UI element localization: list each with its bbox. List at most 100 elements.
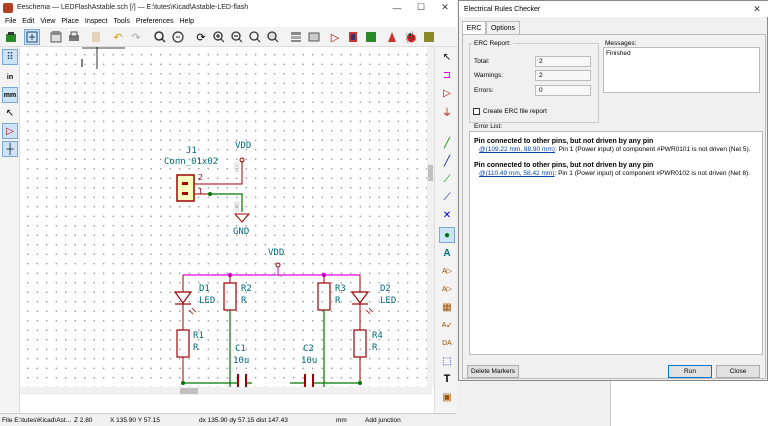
menu-edit[interactable]: Edit <box>22 17 35 25</box>
error-location-link[interactable]: @(109.22 mm, 88.90 mm) <box>479 146 555 153</box>
hier-sheet-icon[interactable]: ▦ <box>442 301 452 313</box>
error-list[interactable]: Pin connected to other pins, but not dri… <box>469 131 763 355</box>
zoom-selection-icon[interactable] <box>265 29 281 45</box>
add-wire-icon[interactable]: ╱ <box>443 137 451 149</box>
delete-markers-button[interactable]: Delete Markers <box>467 365 519 378</box>
import-pin-icon[interactable]: A↙ <box>441 322 453 329</box>
error-item[interactable]: Pin connected to other pins, but not dri… <box>474 162 758 178</box>
gnd-hidden-text: GND <box>233 201 241 212</box>
r4-reference: R4 <box>372 331 383 341</box>
vertical-scroll-thumb[interactable] <box>428 165 433 181</box>
create-report-checkbox[interactable] <box>473 108 480 115</box>
add-label-icon[interactable]: A <box>443 247 451 259</box>
create-report-label: Create ERC file report <box>483 108 547 115</box>
wire-to-bus-icon[interactable]: ⟋ <box>443 173 451 185</box>
error-item[interactable]: Pin connected to other pins, but not dri… <box>474 138 758 154</box>
run-button[interactable]: Run <box>668 365 712 378</box>
page-settings-icon[interactable] <box>48 29 64 45</box>
add-power-icon[interactable]: ⏚ <box>442 107 452 119</box>
vertical-scrollbar[interactable] <box>427 47 434 387</box>
cursor-icon[interactable]: ↖ <box>5 107 15 119</box>
background-window <box>610 381 768 426</box>
r2-value: R <box>241 296 247 306</box>
status-mode: Add junction <box>365 416 401 424</box>
sheet-pin-icon[interactable]: DA <box>442 339 452 347</box>
gnd-symbol <box>233 213 251 223</box>
paste-icon[interactable] <box>88 29 104 45</box>
zoom-fit-icon[interactable] <box>247 29 263 45</box>
no-connect-icon[interactable]: ✕ <box>442 209 452 221</box>
symbol-editor-icon[interactable] <box>345 29 361 45</box>
close-button[interactable]: Close <box>716 365 760 378</box>
maximize-button[interactable]: ☐ <box>416 2 426 12</box>
undo-icon[interactable]: ↶ <box>113 31 123 44</box>
menu-preferences[interactable]: Preferences <box>135 17 174 25</box>
erc-icon[interactable] <box>385 29 401 45</box>
total-label: Total: <box>474 58 490 65</box>
millimeters-icon[interactable]: mm <box>2 87 18 103</box>
bug-icon[interactable]: 🐞 <box>404 31 418 44</box>
add-symbol-icon[interactable]: ▷ <box>443 87 451 99</box>
horizontal-scroll-thumb[interactable] <box>180 388 198 394</box>
c1-symbol <box>237 374 247 387</box>
error-list-label: Error List: <box>474 123 503 130</box>
schematic-canvas[interactable]: J1 Conn_01x02 2 1 VDD GND VDD D1 LED R2 … <box>20 47 432 387</box>
schematic-setup-icon[interactable] <box>24 29 40 45</box>
r2-reference: R2 <box>241 284 252 294</box>
j1-value: Conn_01x02 <box>164 157 219 167</box>
zoom-out-icon[interactable] <box>229 29 245 45</box>
menu-tools[interactable]: Tools <box>113 17 130 25</box>
zoom-in-icon[interactable] <box>211 29 227 45</box>
error-heading: Pin connected to other pins, but not dri… <box>474 138 654 145</box>
tab-erc[interactable]: ERC <box>462 21 486 34</box>
assign-footprints-icon[interactable] <box>421 29 437 45</box>
new-sheet-icon[interactable] <box>3 29 19 45</box>
navigator-icon[interactable] <box>288 29 304 45</box>
hidden-pins-icon[interactable]: ▷ <box>2 123 18 139</box>
add-image-icon[interactable]: ▣ <box>442 391 452 403</box>
redo-icon[interactable]: ↷ <box>131 31 141 44</box>
add-junction-icon[interactable]: ● <box>439 227 455 243</box>
wire-angle-icon[interactable]: ┼ <box>2 141 18 157</box>
refresh-icon[interactable]: ⟳ <box>196 31 206 44</box>
r3-reference: R3 <box>335 284 346 294</box>
error-location-link[interactable]: @(110.49 mm, 58.42 mm) <box>479 170 555 177</box>
grid-icon[interactable]: ⠿ <box>2 49 18 65</box>
bus-to-bus-icon[interactable]: ⟋ <box>443 191 451 203</box>
tab-options[interactable]: Options <box>486 21 520 34</box>
select-icon[interactable]: ↖ <box>442 51 452 63</box>
r4-value: R <box>372 343 378 353</box>
leave-sheet-icon[interactable] <box>306 29 322 45</box>
add-line-icon[interactable]: ⬚ <box>442 355 452 367</box>
right-toolbar: ↖ ⊐ ▷ ⏚ ╱ ╱ ⟋ ⟋ ✕ ● A A▷ A▷ ▦ A↙ DA ⬚ T … <box>434 47 457 413</box>
menu-place[interactable]: Place <box>61 17 79 25</box>
erc-report-label: ERC Report: <box>472 40 513 47</box>
highlight-net-icon[interactable]: ⊐ <box>442 69 452 81</box>
add-bus-icon[interactable]: ╱ <box>443 155 451 167</box>
find-replace-icon[interactable] <box>170 29 186 45</box>
global-label-icon[interactable]: A▷ <box>441 268 453 275</box>
find-icon[interactable] <box>152 29 168 45</box>
inches-icon[interactable]: in <box>6 73 14 81</box>
hier-label-icon[interactable]: A▷ <box>441 286 453 293</box>
print-icon[interactable] <box>66 29 82 45</box>
footprint-editor-icon[interactable] <box>363 29 379 45</box>
warnings-label: Warnings: <box>474 72 504 79</box>
menu-view[interactable]: View <box>40 17 56 25</box>
erc-panel: ERC Report: Total: 2 Warnings: 2 Errors:… <box>462 34 766 379</box>
horizontal-scrollbar[interactable] <box>20 387 432 395</box>
annotate-icon[interactable]: ▷ <box>330 31 340 44</box>
menu-inspect[interactable]: Inspect <box>84 17 108 25</box>
junction-j1 <box>208 192 212 196</box>
status-units: mm <box>336 416 347 424</box>
menu-file[interactable]: File <box>5 17 17 25</box>
erc-close-icon[interactable]: ✕ <box>753 3 761 14</box>
erc-title: Electrical Rules Checker <box>464 5 541 13</box>
add-text-icon[interactable]: T <box>443 373 451 385</box>
errors-field: 0 <box>535 85 591 96</box>
close-button[interactable]: ✕ <box>441 2 449 12</box>
erc-report-group <box>469 43 599 123</box>
minimize-button[interactable]: — <box>392 2 402 13</box>
status-coordinates: X 135.90 Y 57.15 <box>110 416 161 424</box>
menu-help[interactable]: Help <box>179 17 194 25</box>
